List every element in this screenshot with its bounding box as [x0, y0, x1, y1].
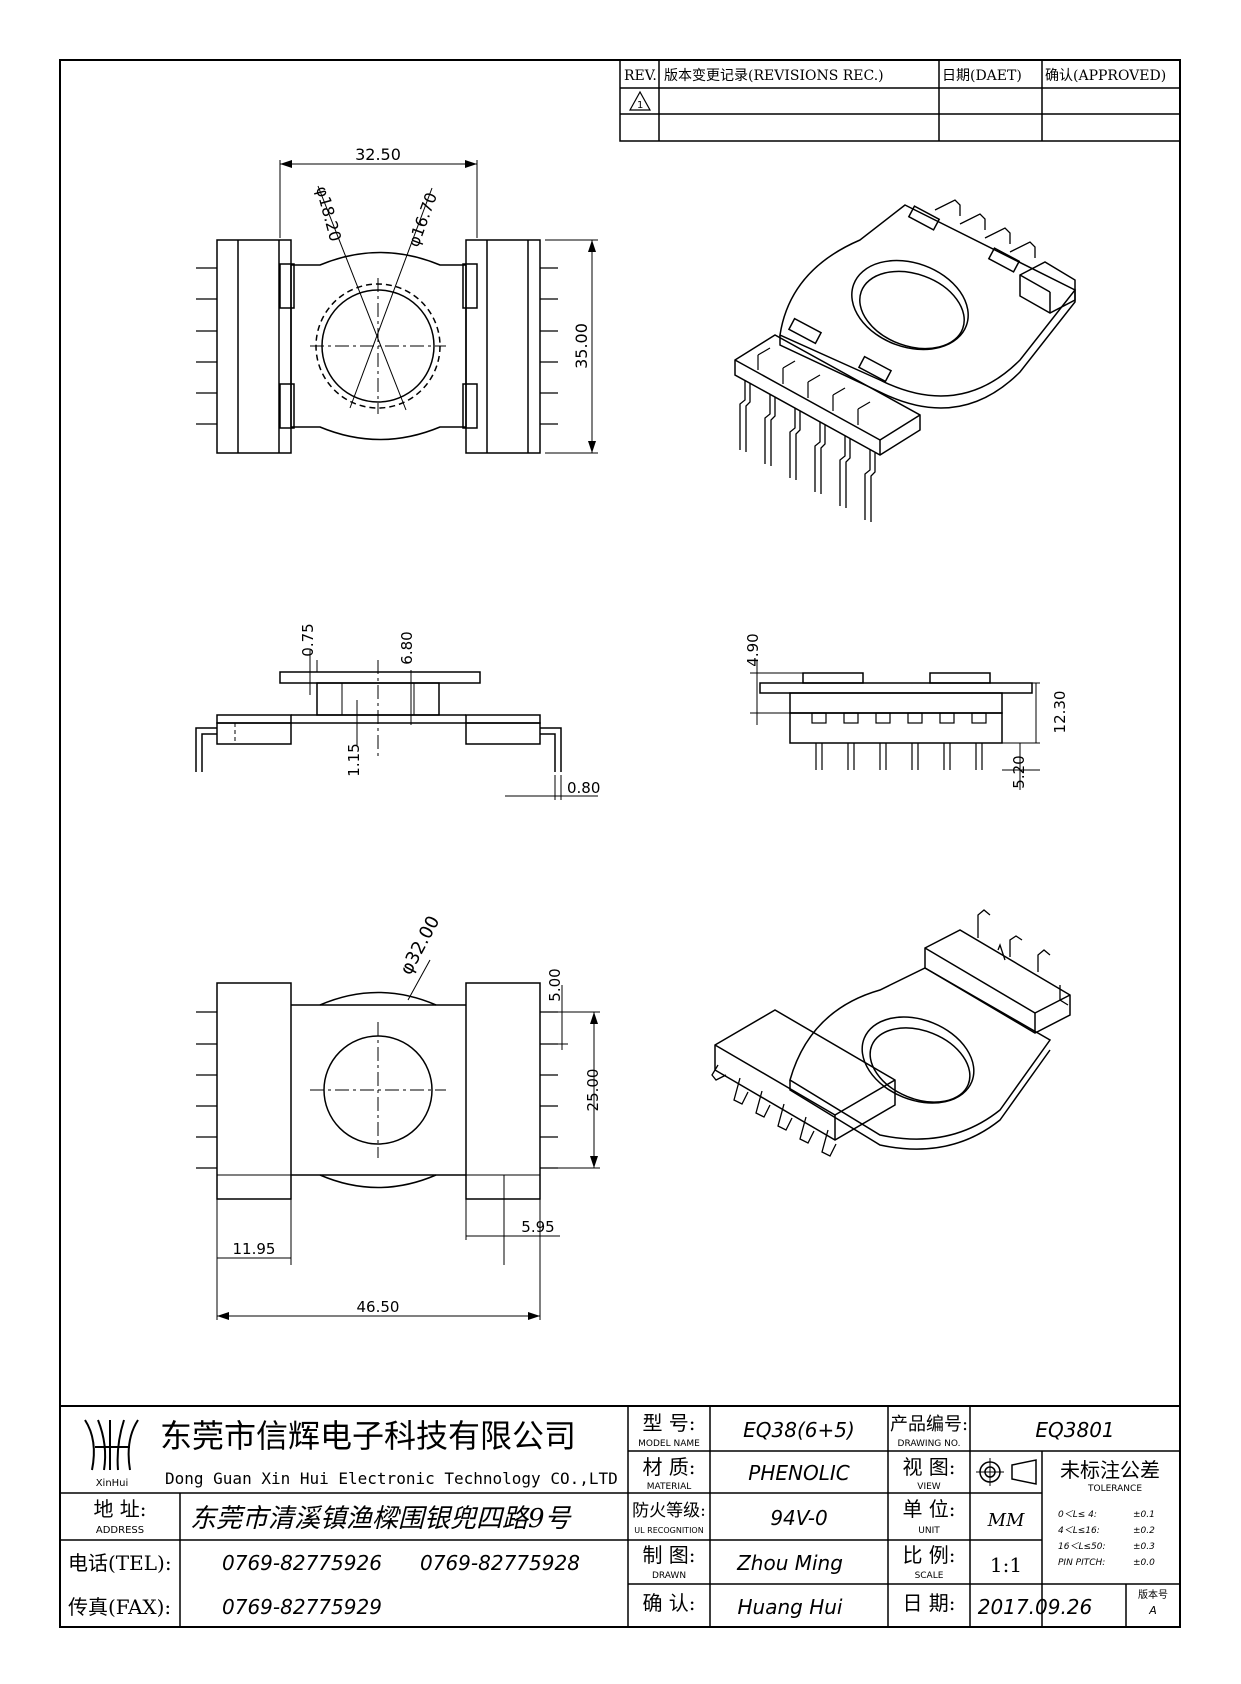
title-block-grid: [60, 1405, 1180, 1627]
tolerance-value-4: ±0.0: [1133, 1558, 1155, 1568]
material-label-en: MATERIAL: [647, 1482, 692, 1492]
dim-front-0-80: 0.80: [567, 779, 600, 797]
tel-label: 电话(TEL):: [68, 1551, 172, 1575]
drawn-label-cn: 制 图:: [642, 1543, 695, 1567]
rev-header-approved: 确认(APPROVED): [1045, 68, 1166, 84]
drawn-label-en: DRAWN: [652, 1571, 686, 1581]
address-value: 东莞市清溪镇渔樑围银兜四路9号: [190, 1504, 573, 1534]
rev-header-record: 版本变更记录(REVISIONS REC.): [664, 68, 884, 84]
revision-table: [619, 59, 1181, 142]
tolerance-title-cn: 未标注公差: [1060, 1458, 1160, 1482]
date-value: 2017.09.26: [978, 1595, 1093, 1619]
material-label-cn: 材 质:: [642, 1455, 695, 1479]
isometric-view-top: [734, 199, 1077, 522]
unit-value: MM: [987, 1510, 1025, 1531]
scale-value: 1:1: [990, 1553, 1022, 1577]
sheet-border: [59, 59, 1181, 1628]
company-name-en: Dong Guan Xin Hui Electronic Technology …: [165, 1469, 618, 1488]
dim-bottom-5-00: 5.00: [546, 968, 564, 1001]
view-label-cn: 视 图:: [902, 1455, 955, 1479]
drawn-value: Zhou Ming: [736, 1551, 843, 1575]
ul-value: 94V-0: [770, 1506, 827, 1530]
tolerance-title-en: TOLERANCE: [1087, 1484, 1142, 1494]
dim-bottom-5-95: 5.95: [521, 1218, 554, 1236]
tolerance-range-1: 0＜L≤ 4:: [1058, 1510, 1097, 1520]
tel-1: 0769-82775926: [222, 1551, 382, 1575]
company-logo: [84, 1419, 139, 1471]
tolerance-range-3: 16＜L≤50:: [1058, 1542, 1106, 1552]
company-name-cn: 东莞市信辉电子科技有限公司: [160, 1417, 576, 1455]
date-label-cn: 日 期:: [902, 1591, 955, 1615]
dim-side-5-20: 5.20: [1010, 755, 1028, 788]
ul-label-cn: 防火等级:: [632, 1501, 706, 1521]
dim-bottom-11-95: 11.95: [233, 1240, 276, 1258]
ul-label-en: UL RECOGNITION: [634, 1526, 703, 1535]
dim-front-0-75: 0.75: [299, 623, 317, 656]
address-label-cn: 地 址:: [93, 1497, 146, 1521]
bottom-view-drawing: [196, 959, 600, 1320]
top-view-drawing: [196, 160, 598, 454]
version-label: 版本号: [1138, 1588, 1168, 1601]
scale-label-cn: 比 例:: [902, 1543, 955, 1567]
unit-label-cn: 单 位:: [902, 1497, 955, 1521]
dim-bottom-25-00: 25.00: [584, 1069, 602, 1112]
tolerance-range-4: PIN PITCH:: [1058, 1558, 1105, 1568]
dim-side-4-90: 4.90: [744, 633, 762, 666]
model-label-en: MODEL NAME: [638, 1439, 700, 1449]
material-value: PHENOLIC: [748, 1461, 849, 1485]
tel-2: 0769-82775928: [420, 1551, 580, 1575]
dim-front-6-80: 6.80: [398, 631, 416, 664]
rev-header-rev: REV.: [624, 68, 657, 84]
confirm-label-cn: 确 认:: [642, 1591, 695, 1615]
side-view-drawing: [750, 660, 1040, 790]
drawing-no-label-cn: 产品编号:: [890, 1414, 968, 1435]
projection-symbol-icon: [976, 1458, 1037, 1486]
drawing-no-label-en: DRAWING NO.: [898, 1439, 961, 1449]
tolerance-value-1: ±0.1: [1133, 1510, 1155, 1520]
dim-top-width: 32.50: [355, 145, 401, 164]
dim-top-dia-outer: φ18.20: [312, 184, 345, 243]
tolerance-range-2: 4＜L≤16:: [1058, 1526, 1100, 1536]
fax-label: 传真(FAX):: [68, 1595, 171, 1619]
tolerance-value-2: ±0.2: [1133, 1526, 1155, 1536]
dim-bottom-46-50: 46.50: [357, 1298, 400, 1316]
drawing-no-value: EQ3801: [1035, 1418, 1114, 1442]
front-view-drawing: [195, 650, 598, 800]
dim-front-1-15: 1.15: [345, 743, 363, 776]
confirm-value: Huang Hui: [738, 1595, 843, 1619]
scale-label-en: SCALE: [915, 1571, 944, 1581]
rev-header-date: 日期(DAET): [942, 68, 1022, 84]
dim-side-12-30: 12.30: [1051, 691, 1069, 734]
dim-top-dia-inner: φ16.70: [404, 190, 441, 249]
unit-label-en: UNIT: [918, 1526, 940, 1536]
tolerance-value-3: ±0.3: [1133, 1542, 1155, 1552]
logo-text: XinHui: [96, 1478, 129, 1489]
dim-top-height: 35.00: [572, 323, 591, 369]
fax-value: 0769-82775929: [222, 1595, 382, 1619]
rev-row-1-number: 1: [637, 100, 643, 111]
isometric-view-bottom: [711, 909, 1071, 1157]
model-value: EQ38(6+5): [743, 1418, 855, 1442]
dim-bottom-dia: φ32.00: [396, 912, 444, 978]
version-value: A: [1148, 1604, 1157, 1617]
view-label-en: VIEW: [917, 1482, 940, 1492]
model-label-cn: 型 号:: [642, 1411, 695, 1435]
address-label-en: ADDRESS: [96, 1525, 144, 1536]
